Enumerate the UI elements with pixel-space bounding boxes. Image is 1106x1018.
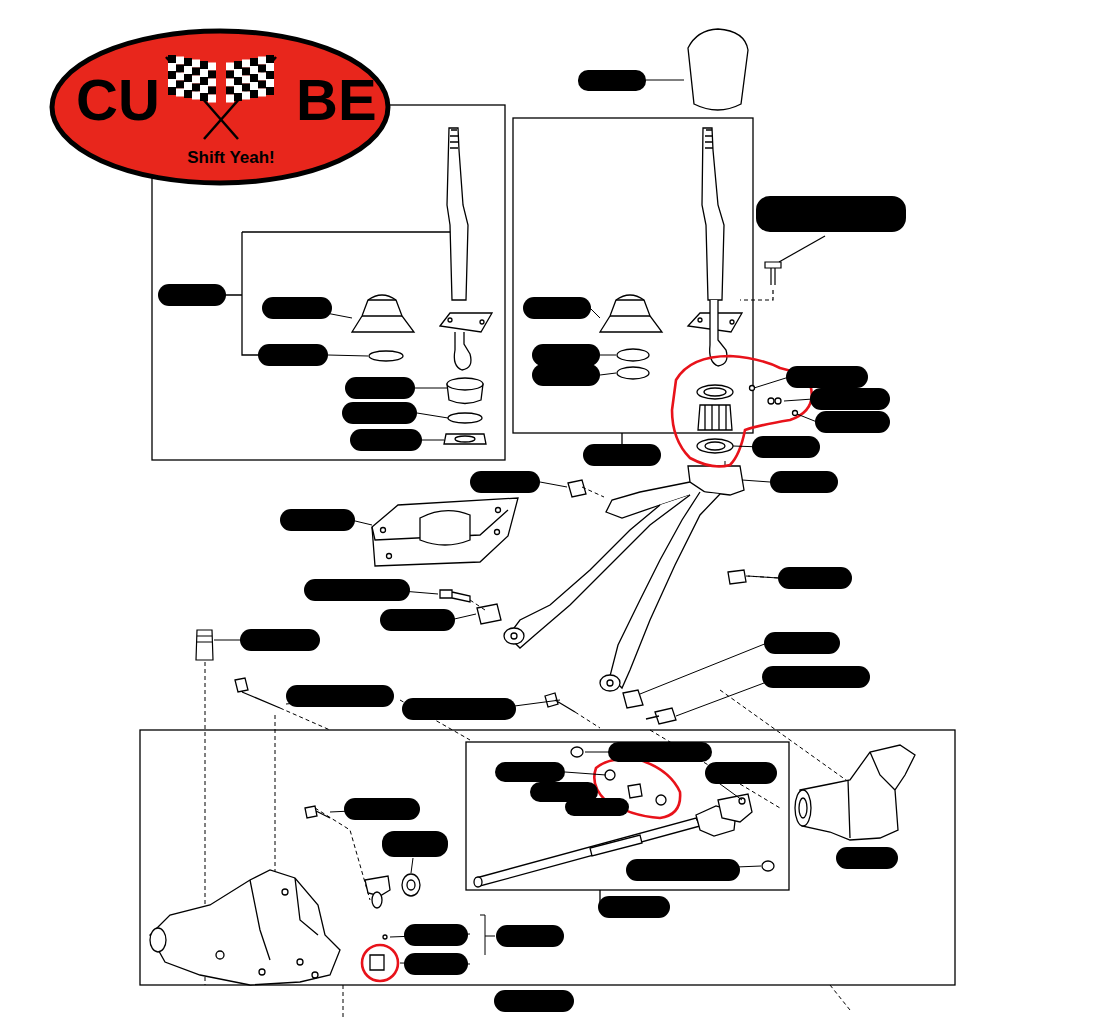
- logo-word: CU: [76, 71, 160, 129]
- logo-badge: CU BE Shift Yeah!: [48, 27, 392, 187]
- logo-word: BE: [296, 71, 377, 129]
- logo-slogan: Shift Yeah!: [187, 149, 275, 166]
